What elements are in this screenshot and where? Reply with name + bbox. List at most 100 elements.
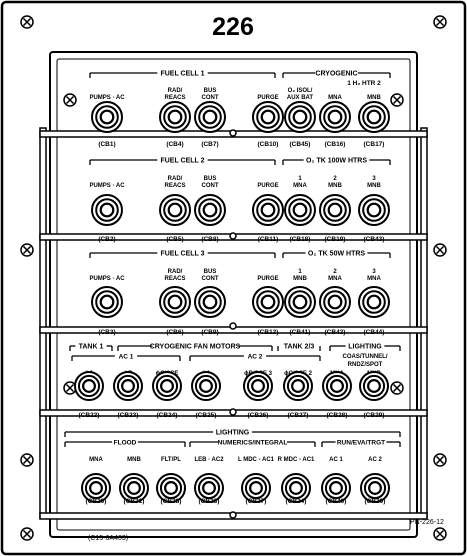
- circuit-breaker[interactable]: RAD/REACS(CB6): [159, 269, 191, 336]
- breaker-button: [291, 379, 305, 393]
- screw-icon: [20, 15, 34, 29]
- breaker-label: PURGE: [257, 276, 278, 282]
- breaker-button: [260, 202, 276, 218]
- group-header: LIGHTING: [216, 430, 250, 437]
- breaker-id: (CB44): [364, 329, 385, 336]
- breaker-id: (CB24): [157, 412, 178, 419]
- circuit-breaker[interactable]: LEB · AC2(CB33): [194, 457, 224, 505]
- circuit-breaker[interactable]: FLT/PL(CB38): [156, 457, 186, 505]
- circuit-breaker[interactable]: MNB(CB17): [358, 95, 390, 148]
- breaker-id: (CB45): [290, 141, 311, 148]
- breaker-label: O₂ ISOL/: [288, 88, 313, 94]
- screw-icon: [433, 243, 447, 257]
- circuit-breaker[interactable]: L MDC - AC1(CB37): [238, 457, 275, 505]
- breaker-button: [367, 379, 381, 393]
- circuit-breaker[interactable]: AC 2(CB39): [360, 457, 390, 505]
- breaker-id: (CB8): [201, 236, 218, 243]
- breaker-button: [202, 202, 218, 218]
- circuit-breaker[interactable]: O₂ ISOL/AUX BAT(CB45): [284, 88, 316, 148]
- group-subheader: FLOOD: [114, 440, 137, 447]
- circuit-breaker[interactable]: PURGE (CB10): [252, 95, 284, 148]
- breaker-id: (CB42): [325, 329, 346, 336]
- circuit-breaker[interactable]: MNA(CB30): [81, 457, 111, 505]
- breaker-label: MNA: [328, 95, 342, 101]
- breaker-button: [202, 294, 218, 310]
- group-header: FUEL CELL 3: [160, 251, 204, 258]
- screw-icon: [390, 93, 404, 107]
- breaker-button: [160, 379, 174, 393]
- circuit-breaker[interactable]: MNB(CB29): [359, 371, 389, 419]
- group-subheader: RNDZ/SPOT: [348, 362, 383, 368]
- breaker-button: [366, 109, 382, 125]
- circuit-breaker[interactable]: ϕA(CB25): [191, 371, 221, 419]
- right-guard-rail: [420, 127, 428, 519]
- breaker-label-line2: CONT: [202, 95, 219, 101]
- breaker-label-line2: CONT: [202, 276, 219, 282]
- circuit-breaker[interactable]: PUMPS · AC(CB1): [89, 95, 125, 148]
- breaker-label: PURGE: [257, 95, 278, 101]
- breaker-id: (CB26): [248, 412, 269, 419]
- breaker-label: MNA: [89, 457, 103, 463]
- breaker-button: [366, 202, 382, 218]
- circuit-breaker[interactable]: ϕB/SCE 3(CB26): [243, 371, 273, 419]
- group-header: TANK 2/3: [284, 344, 315, 351]
- breaker-id: (CB33): [199, 498, 220, 505]
- breaker-label-line2: MNA: [293, 183, 307, 189]
- breaker-button: [99, 202, 115, 218]
- breaker-id: (CB38): [161, 498, 182, 505]
- breaker-id: (CB11): [258, 236, 279, 243]
- circuit-breaker[interactable]: AC 1(CB40): [321, 457, 351, 505]
- circuit-breaker[interactable]: ϕC/SCE(CB24): [152, 371, 182, 419]
- circuit-breaker[interactable]: RAD/REACS(CB4): [159, 88, 191, 148]
- inner-panel-frame: [49, 51, 418, 538]
- group-header: LIGHTING: [348, 344, 382, 351]
- breaker-button: [167, 294, 183, 310]
- circuit-breaker[interactable]: MNA(CB16): [319, 95, 351, 148]
- screw-icon: [390, 381, 404, 395]
- circuit-breaker[interactable]: ϕB(CB23): [113, 371, 143, 419]
- breaker-label: PURGE: [257, 183, 278, 189]
- breaker-label: AC 2: [368, 457, 382, 463]
- breaker-id: (CB19): [325, 236, 346, 243]
- breaker-id: (CB9): [201, 329, 218, 336]
- circuit-breaker[interactable]: RAD/REACS(CB5): [159, 176, 191, 243]
- breaker-label: BUS: [204, 176, 217, 182]
- breaker-label: PUMPS · AC: [89, 183, 125, 189]
- circuit-breaker[interactable]: PUMPS · AC(CB3): [89, 276, 125, 336]
- breaker-button: [327, 294, 343, 310]
- circuit-breaker[interactable]: MNB(CB31): [119, 457, 149, 505]
- breaker-id: (CB25): [196, 412, 217, 419]
- breaker-id: (CB28): [327, 412, 348, 419]
- screw-icon: [20, 527, 34, 541]
- group-subheader: NUMERICS/INTEGRAL: [218, 440, 288, 447]
- screw-icon: [229, 511, 237, 519]
- circuit-breaker[interactable]: ϕA(CB22): [74, 371, 104, 419]
- circuit-breaker[interactable]: MNA(CB28): [322, 371, 352, 419]
- screw-icon: [20, 453, 34, 467]
- breaker-id: (CB34): [286, 498, 307, 505]
- circuit-breaker[interactable]: PUMPS · AC(CB2): [89, 183, 125, 243]
- circuit-breaker[interactable]: ϕC/SCE 2(CB27): [283, 371, 313, 419]
- breaker-label-line2: MNB: [293, 276, 307, 282]
- breaker-label: R MDC - AC1: [278, 457, 315, 463]
- circuit-breaker[interactable]: PURGE (CB11): [252, 183, 284, 243]
- circuit-breaker[interactable]: PURGE(CB12): [252, 276, 284, 336]
- circuit-breaker[interactable]: R MDC - AC1 (CB34): [278, 457, 315, 505]
- group-subheader: COAS/TUNNEL/: [343, 354, 388, 360]
- screw-icon: [433, 453, 447, 467]
- breaker-id: (CB10): [258, 141, 279, 148]
